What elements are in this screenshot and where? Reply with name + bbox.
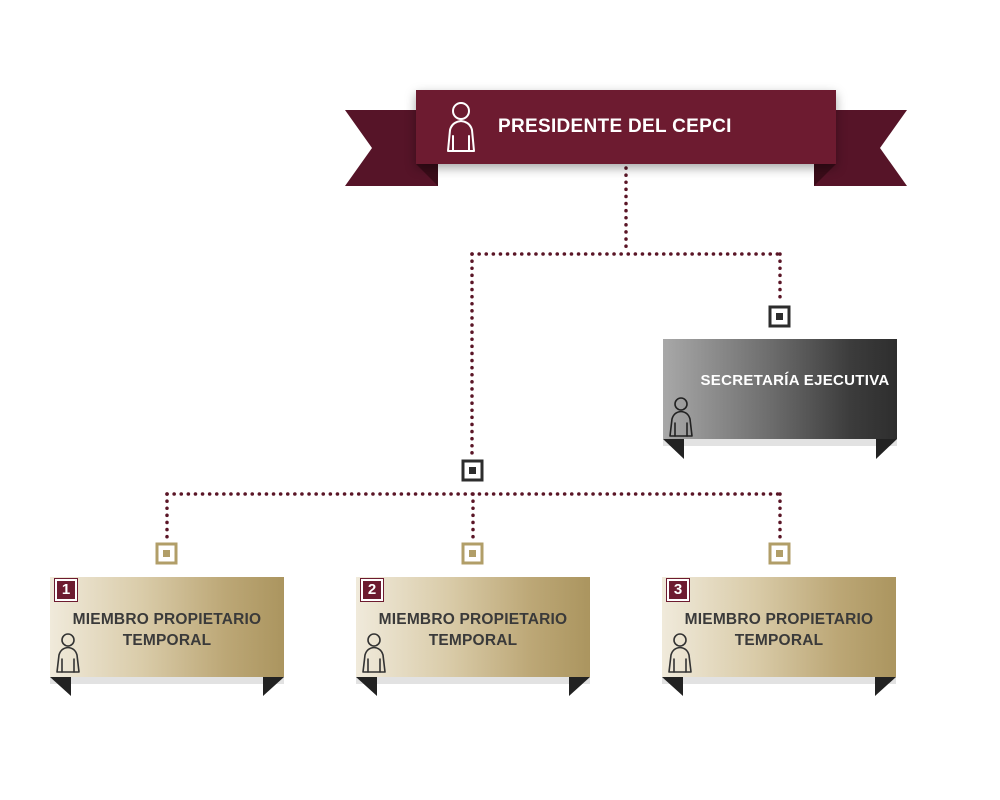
member-box-2 [356, 577, 590, 677]
president-title: PRESIDENTE DEL CEPCI [498, 116, 732, 137]
ribbon-fold-right [814, 164, 836, 186]
member-1-fold-left [50, 677, 71, 696]
member-3-shadow [662, 677, 896, 684]
member-2-fold-left [356, 677, 377, 696]
person-icon [667, 396, 695, 443]
member-1-shadow [50, 677, 284, 684]
secretaria-title: SECRETARÍA EJECUTIVA [700, 372, 890, 389]
node-member-3 [768, 542, 791, 565]
president-banner [416, 90, 836, 164]
member-1-fold-right [263, 677, 284, 696]
member-title: MIEMBRO PROPIETARIO TEMPORAL [684, 611, 874, 649]
member-2-fold-right [569, 677, 590, 696]
secretaria-box [663, 339, 897, 439]
secretaria-fold-left [663, 439, 684, 459]
node-secretaria [768, 305, 791, 328]
member-3-fold-right [875, 677, 896, 696]
node-member-2 [461, 542, 484, 565]
ribbon-fold-left [416, 164, 438, 186]
member-title: MIEMBRO PROPIETARIO TEMPORAL [378, 611, 568, 649]
connector-lines [165, 166, 782, 540]
member-2-shadow [356, 677, 590, 684]
member-number-badge: 1 [54, 578, 78, 602]
member-3-fold-left [662, 677, 683, 696]
ribbon-tail-left [345, 110, 438, 186]
member-title: MIEMBRO PROPIETARIO TEMPORAL [72, 611, 262, 649]
person-icon [444, 100, 478, 159]
person-icon [360, 632, 388, 679]
secretaria-fold-right [876, 439, 897, 459]
member-number-badge: 3 [666, 578, 690, 602]
member-box-3 [662, 577, 896, 677]
node-members-junction [461, 459, 484, 482]
secretaria-shadow [663, 439, 897, 446]
ribbon-tail-right [814, 110, 907, 186]
member-box-1 [50, 577, 284, 677]
person-icon [666, 632, 694, 679]
member-number-badge: 2 [360, 578, 384, 602]
person-icon [54, 632, 82, 679]
node-member-1 [155, 542, 178, 565]
